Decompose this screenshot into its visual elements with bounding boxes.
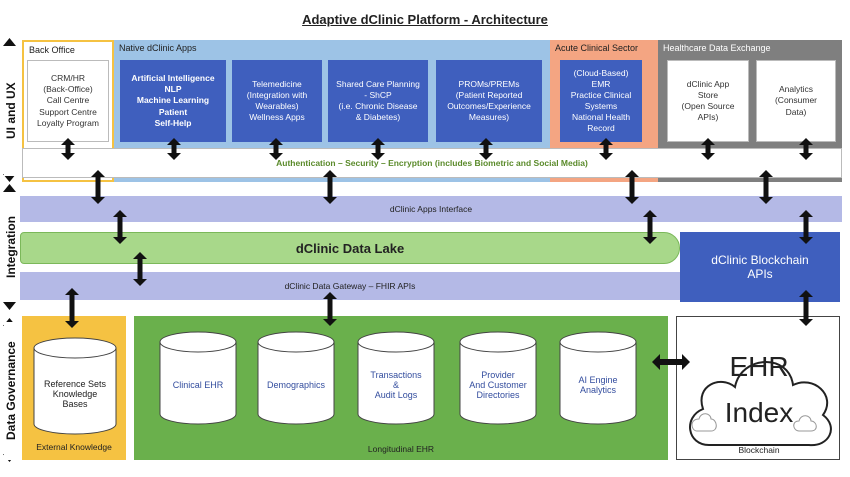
ehr-cylinder-label: Transactions & Audit Logs [370,370,422,400]
double-arrow [371,138,385,160]
double-arrow [65,288,79,328]
double-arrow [625,170,639,204]
hde-label: Healthcare Data Exchange [663,43,771,53]
ehr-cloud-text: EHR [729,351,789,382]
double-arrow [61,138,75,160]
double-arrow [799,290,813,326]
proms-card: PROMs/PREMs (Patient Reported Outcomes/E… [436,60,542,142]
double-arrow [113,210,127,244]
external-knowledge-section: Reference Sets Knowledge Bases External … [22,316,126,460]
ehr-cylinder: AI Engine Analytics [558,330,638,426]
acute-label: Acute Clinical Sector [555,43,639,53]
double-arrow [323,292,337,326]
double-arrow [652,354,690,370]
reference-sets-label: Reference Sets Knowledge Bases [43,379,107,409]
crm-card: CRM/HR (Back-Office) Call Centre Support… [27,60,109,142]
double-arrow [167,138,181,160]
ehr-cylinder: Clinical EHR [158,330,238,426]
back-office-label: Back Office [29,45,75,55]
shared-care-card: Shared Care Planning - ShCP (i.e. Chroni… [328,60,428,142]
index-cloud-text: Index [724,397,794,428]
apps-interface-bar: dClinic Apps Interface [20,196,842,222]
data-lake-bar: dClinic Data Lake [20,232,680,264]
ehr-cylinder-label: Demographics [266,380,326,390]
double-arrow [599,138,613,160]
telemedicine-card: Telemedicine (Integration with Wearables… [232,60,322,142]
native-apps-label: Native dClinic Apps [119,43,197,53]
double-arrow [91,170,105,204]
blockchain-section: EHR Index Blockchain [676,316,840,460]
emr-card: (Cloud-Based) EMR Practice Clinical Syst… [560,60,642,142]
gateway-bar: dClinic Data Gateway – FHIR APIs [20,272,680,300]
ehr-cylinder: Provider And Customer Directories [458,330,538,426]
blockchain-apis-box: dClinic Blockchain APIs [680,232,840,302]
double-arrow [759,170,773,204]
ehr-cylinder-label: Provider And Customer Directories [469,370,527,400]
blockchain-label: Blockchain [738,445,780,455]
ehr-cylinder-label: AI Engine Analytics [578,375,618,395]
reference-sets-cylinder [33,337,117,435]
ehr-cylinder: Demographics [256,330,336,426]
double-arrow [701,138,715,160]
double-arrow [479,138,493,160]
app-store-card: dClinic App Store (Open Source APIs) [667,60,749,142]
page-title: Adaptive dClinic Platform - Architecture [302,12,548,27]
ehr-cylinder: Transactions & Audit Logs [356,330,436,426]
double-arrow [133,252,147,286]
ehr-cylinder-label: Clinical EHR [172,380,224,390]
external-knowledge-label: External Knowledge [36,442,112,452]
double-arrow [799,138,813,160]
cloud-icon [689,361,832,447]
longitudinal-ehr-label: Longitudinal EHR [367,444,435,454]
analytics-card: Analytics (Consumer Data) [756,60,836,142]
double-arrow [269,138,283,160]
double-arrow [643,210,657,244]
double-arrow [323,170,337,204]
double-arrow [799,210,813,244]
ai-card: Artificial Intelligence NLP Machine Lear… [120,60,226,142]
